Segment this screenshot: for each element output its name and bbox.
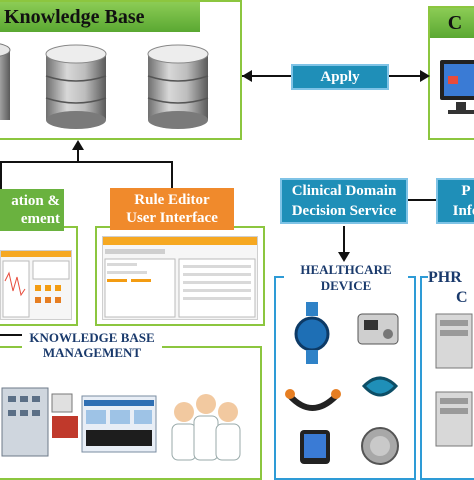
database-icon-2 — [45, 44, 107, 129]
top-right-label-text: C — [447, 11, 463, 34]
top-right-label: C — [430, 8, 474, 38]
horizontal-connector — [0, 161, 172, 163]
rule-editor-connector — [171, 161, 173, 189]
server-icon-2 — [435, 391, 473, 447]
server-icon-1 — [435, 313, 473, 369]
kb-screen-thumbnail — [81, 395, 157, 453]
apply-label-text: Apply — [320, 68, 360, 85]
database-icons — [0, 43, 209, 129]
kb-management-heading: KNOWLEDGE BASE MANAGEMENT — [22, 330, 162, 360]
rule-editor-screenshot-graphic — [103, 237, 257, 318]
left-screenshot-thumbnail — [0, 250, 72, 320]
kb-management-line1: KNOWLEDGE BASE — [29, 330, 155, 345]
clinical-service-line1: Clinical Domain — [291, 183, 397, 199]
knowledge-base-title-text: Knowledge Base — [4, 5, 145, 28]
fitness-band-icon — [294, 302, 330, 364]
clinical-to-right-connector — [408, 199, 438, 201]
healthcare-device-line2: DEVICE — [320, 278, 372, 293]
arrow-right-icon — [420, 70, 430, 82]
server-icons — [435, 313, 473, 447]
database-icon-1 — [0, 43, 11, 120]
kb-management-graphic — [1, 387, 241, 461]
kb-management-line2: MANAGEMENT — [42, 345, 142, 360]
fitbit-band-icon — [361, 376, 399, 397]
apply-label: Apply — [291, 64, 389, 90]
earphone-device-icon — [285, 389, 341, 411]
rule-editor-line1: Rule Editor — [134, 192, 210, 208]
phr-heading-line2: C — [456, 289, 468, 306]
blood-pressure-monitor-icon — [357, 313, 399, 345]
phr-heading-line1: PHR — [428, 269, 462, 286]
medical-equipment-icon — [51, 393, 78, 438]
knowledge-base-title: Knowledge Base — [0, 2, 200, 32]
healthcare-devices-graphic — [285, 302, 399, 465]
right-info-label: P Info — [436, 178, 474, 224]
rule-editor-label: Rule Editor User Interface — [110, 188, 234, 230]
left-screenshot-graphic — [1, 251, 71, 318]
healthcare-device-line1: HEALTHCARE — [300, 262, 392, 277]
arrow-down-icon — [338, 252, 350, 262]
hospital-building-icon — [1, 387, 49, 457]
monitor-icon — [440, 60, 474, 114]
rule-editor-line2: User Interface — [126, 210, 218, 226]
healthcare-device-heading: HEALTHCARE DEVICE — [284, 262, 408, 294]
clinical-to-device-connector — [343, 226, 345, 254]
left-label-line2: ement — [20, 211, 60, 227]
rule-editor-screenshot-thumbnail — [102, 236, 258, 320]
smartwatch-icon — [300, 430, 330, 464]
right-label-line1: P — [461, 183, 471, 199]
clinical-service-line2: Decision Service — [291, 203, 397, 219]
left-label-line1: ation & — [11, 193, 60, 209]
scale-device-icon — [361, 427, 399, 465]
kb-management-connector — [0, 334, 36, 336]
clinical-service-label: Clinical Domain Decision Service — [280, 178, 408, 224]
phr-heading: PHR C — [428, 268, 474, 308]
arrow-up-icon — [72, 140, 84, 150]
left-panel-connector — [0, 161, 2, 189]
database-icon-3 — [147, 44, 209, 129]
arrow-left-icon — [242, 70, 252, 82]
doctors-group-icon — [171, 394, 241, 461]
kb-upward-connector — [77, 148, 79, 162]
left-middle-label: ation & ement — [0, 189, 64, 231]
right-label-line2: Info — [452, 203, 474, 219]
